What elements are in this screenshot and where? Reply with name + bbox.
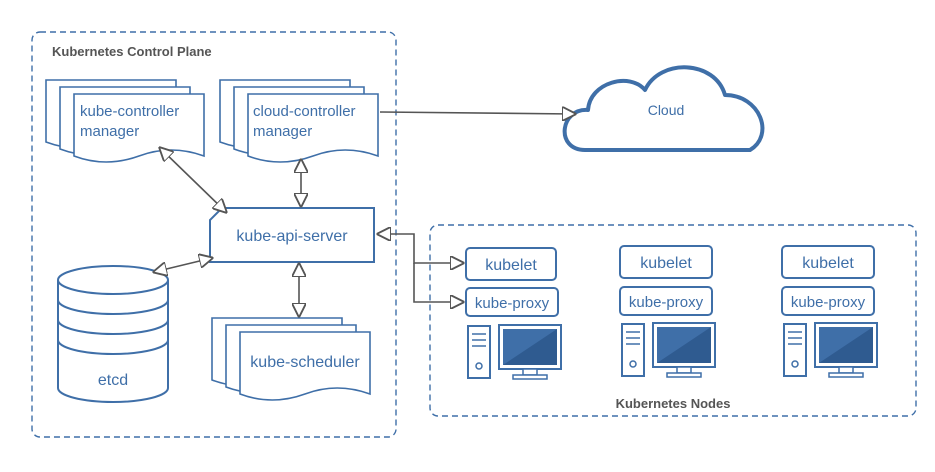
- node-3-computer-icon: [783, 322, 878, 378]
- cloud-controller-manager-line1: cloud-controller: [253, 103, 356, 120]
- cloud-controller-manager: cloud-controller manager: [219, 79, 379, 163]
- node-2-kubelet: kubelet: [640, 255, 692, 272]
- node-1: kubelet kube-proxy: [465, 247, 562, 380]
- node-3: kubelet kube-proxy: [781, 245, 878, 378]
- connector-controller-api: [160, 148, 226, 212]
- api-server-label: kube-api-server: [236, 228, 348, 245]
- kube-controller-manager: kube-controller manager: [45, 79, 205, 163]
- connector-api-kubelet: [378, 234, 463, 263]
- node-1-computer-icon: [467, 324, 562, 380]
- etcd-database: etcd: [57, 265, 169, 403]
- nodes-boundary: [429, 224, 917, 417]
- connector-cloudcontroller-cloud: [379, 112, 575, 114]
- etcd-label: etcd: [98, 372, 128, 389]
- controller-manager-line2: manager: [80, 123, 139, 140]
- cloud-label: Cloud: [648, 102, 685, 118]
- node-1-kube-proxy: kube-proxy: [475, 295, 550, 312]
- connector-api-kubeproxy: [413, 263, 463, 302]
- controller-manager-line1: kube-controller: [80, 103, 179, 120]
- control-plane-title: Kubernetes Control Plane: [52, 44, 212, 59]
- kube-scheduler: kube-scheduler: [211, 317, 371, 401]
- node-3-kube-proxy: kube-proxy: [791, 294, 866, 311]
- node-1-kubelet: kubelet: [485, 257, 537, 274]
- node-3-kubelet: kubelet: [802, 255, 854, 272]
- connectors: [154, 112, 575, 316]
- connector-etcd-api: [154, 258, 212, 272]
- nodes-group: Kubernetes Nodes: [429, 224, 917, 417]
- nodes-title: Kubernetes Nodes: [616, 396, 731, 411]
- node-2-computer-icon: [621, 322, 716, 378]
- node-2-kube-proxy: kube-proxy: [629, 294, 704, 311]
- scheduler-label: kube-scheduler: [250, 354, 360, 371]
- kube-api-server: kube-api-server: [209, 207, 375, 263]
- node-2: kubelet kube-proxy: [619, 245, 716, 378]
- cloud-shape: Cloud: [562, 65, 765, 152]
- cloud-controller-manager-line2: manager: [253, 123, 312, 140]
